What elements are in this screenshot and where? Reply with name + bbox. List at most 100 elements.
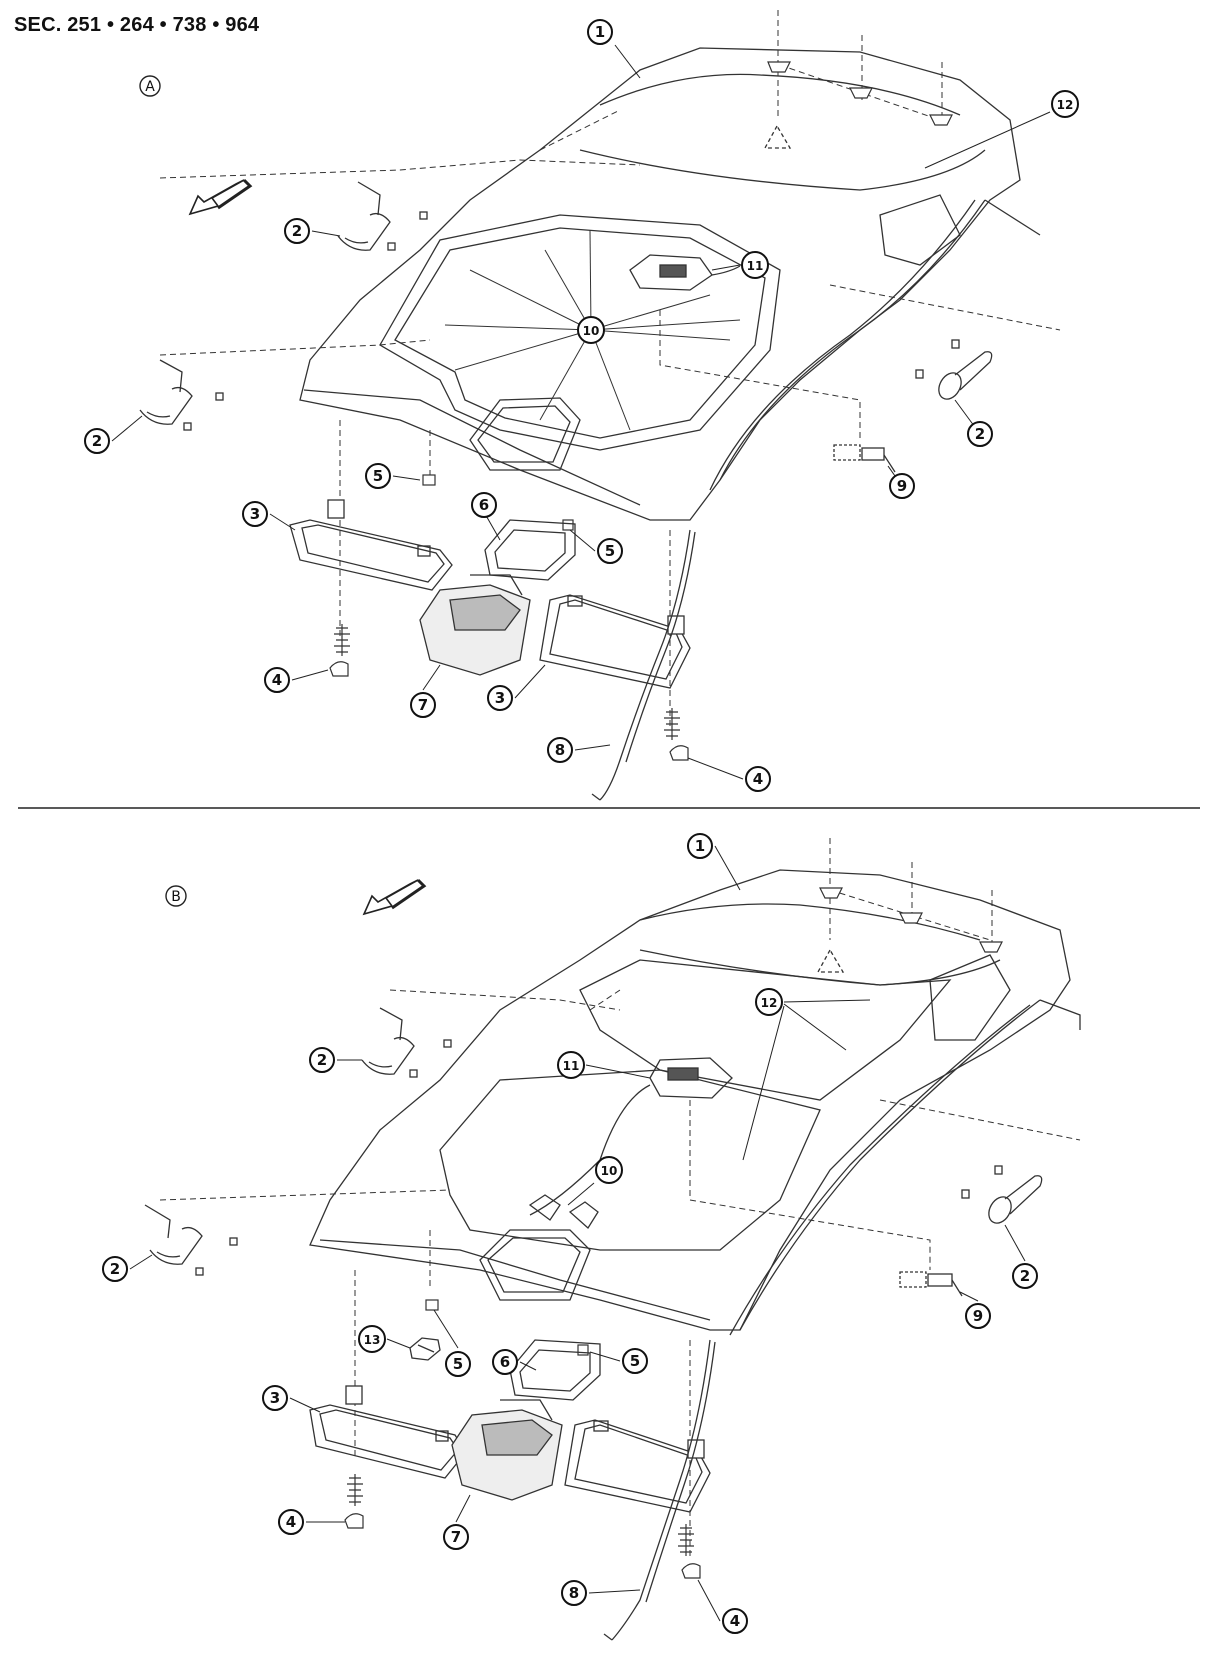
callout-circle	[745, 766, 771, 792]
callout-circle	[410, 692, 436, 718]
front-direction-arrow-a	[188, 178, 253, 216]
callout-circle	[278, 1509, 304, 1535]
callout-circle	[1051, 90, 1079, 118]
callout-a-1: 1	[587, 19, 613, 45]
screw-right-a	[664, 708, 680, 740]
overhead-console-7-b	[451, 1399, 563, 1501]
cap-4-right-a	[669, 745, 689, 761]
callout-circle	[492, 1349, 518, 1375]
view-a-label-text: A	[145, 79, 155, 95]
map-lamp-a	[629, 254, 741, 291]
screw-left-a	[334, 624, 350, 656]
callout-number: 10	[601, 1164, 618, 1178]
callout-number: 9	[897, 477, 907, 495]
callout-number: 8	[555, 741, 565, 759]
callout-circle	[445, 1351, 471, 1377]
callout-circle	[622, 1348, 648, 1374]
cap-4-right-b	[681, 1563, 701, 1579]
callout-number: 9	[973, 1307, 983, 1325]
callout-b-5b: 5	[622, 1348, 648, 1374]
assist-grip-right-a	[915, 339, 993, 400]
callout-number: 1	[595, 23, 605, 41]
callout-number: 5	[630, 1352, 640, 1370]
callout-a-5a: 5	[365, 463, 391, 489]
screw-left-b	[347, 1474, 363, 1506]
callout-b-11: 11	[557, 1051, 585, 1079]
callout-number: 5	[605, 542, 615, 560]
callout-a-2c: 2	[967, 421, 993, 447]
callout-number: 2	[975, 425, 985, 443]
callout-number: 4	[753, 770, 763, 788]
callout-number: 8	[569, 1584, 579, 1602]
callout-circle	[587, 19, 613, 45]
callout-circle	[264, 667, 290, 693]
bracket-9-a	[833, 444, 896, 473]
lamp-lens-6-b	[509, 1339, 601, 1401]
callout-b-3: 3	[262, 1385, 288, 1411]
sun-visor-left-a	[289, 499, 453, 591]
wiring-harness-8-b	[603, 1339, 716, 1641]
callout-a-10: 10	[577, 316, 605, 344]
view-b-label: B	[165, 885, 187, 907]
front-direction-arrow-b	[362, 878, 427, 916]
callout-circle	[687, 833, 713, 859]
view-a: A	[84, 10, 1079, 801]
callout-number: 5	[453, 1355, 463, 1373]
callout-circle	[358, 1325, 386, 1353]
callout-circle	[755, 988, 783, 1016]
sunroof-opening-a	[379, 214, 781, 451]
callout-a-3b: 3	[487, 685, 513, 711]
callout-number: 6	[479, 496, 489, 514]
callout-b-5a: 5	[445, 1351, 471, 1377]
rear-clip-tabs-a	[767, 61, 953, 126]
dashed-triangle-marker-b	[816, 948, 845, 973]
assist-grip-rear-left-a	[139, 359, 224, 431]
clip-13-b	[409, 1337, 441, 1361]
callout-circle	[547, 737, 573, 763]
callout-circle	[471, 492, 497, 518]
callout-circle	[309, 1047, 335, 1073]
callout-b-13: 13	[358, 1325, 386, 1353]
callout-a-5b: 5	[597, 538, 623, 564]
callout-a-9: 9	[889, 473, 915, 499]
callout-number: 3	[495, 689, 505, 707]
callout-number: 2	[110, 1260, 120, 1278]
headlining-panel-a	[299, 47, 1041, 521]
callout-number: 11	[563, 1059, 580, 1073]
overhead-console-7-a	[419, 574, 531, 676]
callout-a-8: 8	[547, 737, 573, 763]
callout-circle	[84, 428, 110, 454]
leader-lines-a	[159, 10, 1061, 730]
screw-right-b	[678, 1524, 694, 1556]
callout-b-2b: 2	[102, 1256, 128, 1282]
callout-number: 7	[451, 1528, 461, 1546]
sunroof-fastener-lines-a	[444, 229, 741, 431]
assist-grip-front-left-b	[361, 1007, 452, 1078]
callout-number: 2	[1020, 1267, 1030, 1285]
callout-leaders-b	[129, 845, 1026, 1622]
view-b: B	[102, 833, 1081, 1641]
callout-number: 2	[292, 222, 302, 240]
sun-visor-left-b	[309, 1385, 467, 1479]
callout-number: 11	[747, 259, 764, 273]
rear-clip-tabs-b	[819, 887, 1003, 953]
callout-b-2a: 2	[309, 1047, 335, 1073]
callout-b-10: 10	[595, 1156, 623, 1184]
callout-a-3a: 3	[242, 501, 268, 527]
callout-number: 3	[250, 505, 260, 523]
callout-number: 4	[286, 1513, 296, 1531]
callout-b-7: 7	[443, 1524, 469, 1550]
callout-circle	[965, 1303, 991, 1329]
headlining-panel-b	[309, 869, 1081, 1336]
assist-grip-right-b	[961, 1165, 1043, 1224]
lamp-lens-6-a	[484, 519, 576, 581]
callout-a-2a: 2	[284, 218, 310, 244]
cap-4-left-a	[329, 661, 349, 677]
callout-a-2b: 2	[84, 428, 110, 454]
callout-circle	[242, 501, 268, 527]
clip-5-b	[425, 1299, 589, 1356]
headlining-insulator-b	[439, 959, 952, 1251]
callout-circle	[597, 538, 623, 564]
callout-number: 4	[272, 671, 282, 689]
callout-b-9: 9	[965, 1303, 991, 1329]
